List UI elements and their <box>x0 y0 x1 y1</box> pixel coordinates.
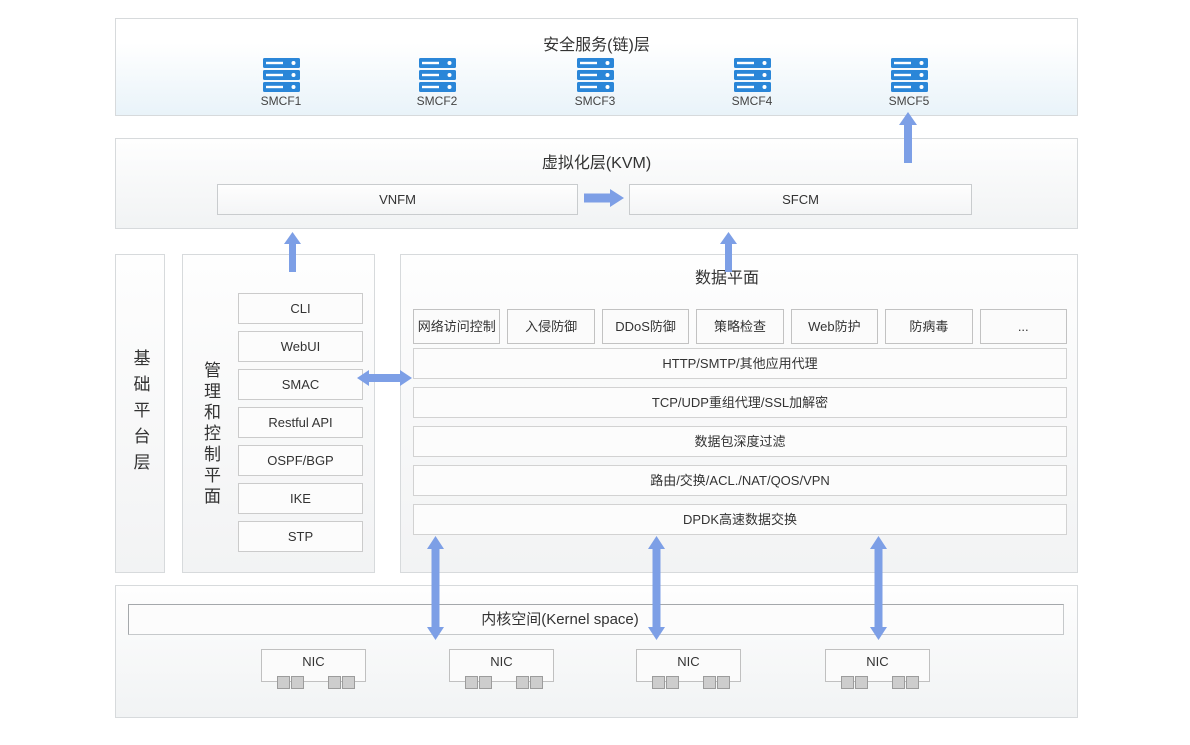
pipeline-rows: HTTP/SMTP/其他应用代理 TCP/UDP重组代理/SSL加解密 数据包深… <box>413 348 1067 535</box>
arrow-sfcm-to-smcf5-icon <box>899 112 917 163</box>
mgmt-control-label: 管理和控制平面 <box>201 361 220 508</box>
pipeline-row-tcp-udp-ssl: TCP/UDP重组代理/SSL加解密 <box>413 387 1067 418</box>
nic-box: NIC <box>825 649 930 689</box>
nic-label: NIC <box>866 654 889 669</box>
kernel-space-box: 内核空间(Kernel space) <box>128 604 1064 635</box>
feature-box-policy-check: 策略检查 <box>696 309 784 344</box>
server-icon <box>733 58 771 92</box>
nic-port-icon <box>841 676 854 689</box>
nic-box: NIC <box>636 649 741 689</box>
arrow-mgmt-dataplane-bidirectional-icon <box>357 370 412 386</box>
nic-port-icon <box>342 676 355 689</box>
nic-port-icon <box>906 676 919 689</box>
data-plane-panel: 数据平面 网络访问控制 入侵防御 DDoS防御 策略检查 Web防护 防病毒 .… <box>400 254 1078 573</box>
nic-label: NIC <box>302 654 325 669</box>
nic-port-icon <box>328 676 341 689</box>
nic-port-icon <box>277 676 290 689</box>
arrow-mgmt-to-virtualization-icon <box>284 232 301 272</box>
feature-box-antivirus: 防病毒 <box>885 309 973 344</box>
feature-box-more: ... <box>979 309 1067 344</box>
server-node-label: SMCF4 <box>731 94 773 108</box>
kernel-space-label: 内核空间(Kernel space) <box>481 611 639 628</box>
server-icon <box>890 58 928 92</box>
vnfm-box: VNFM <box>217 184 578 215</box>
feature-box-web-protection: Web防护 <box>790 309 879 344</box>
nic-box: NIC <box>449 649 554 689</box>
pipeline-row-routing-switching: 路由/交换/ACL./NAT/QOS/VPN <box>413 465 1067 496</box>
sfcm-box: SFCM <box>629 184 972 215</box>
nic-port-icon <box>291 676 304 689</box>
server-icon <box>262 58 300 92</box>
pipeline-row-app-proxy: HTTP/SMTP/其他应用代理 <box>413 348 1067 379</box>
arrow-dataplane-kernel-bidirectional-icon <box>870 536 887 640</box>
server-node-label: SMCF1 <box>260 94 302 108</box>
smcf-node: SMCF5 <box>877 58 941 108</box>
mgmt-item-webui: WebUI <box>238 331 363 362</box>
mgmt-item-cli: CLI <box>238 293 363 324</box>
mgmt-control-panel: 管理和控制平面 CLI WebUI SMAC Restful API OSPF/… <box>182 254 375 573</box>
nic-port-icon <box>465 676 478 689</box>
mgmt-items: CLI WebUI SMAC Restful API OSPF/BGP IKE … <box>238 293 363 552</box>
nic-port-icon <box>892 676 905 689</box>
server-node-label: SMCF3 <box>574 94 616 108</box>
nic-label: NIC <box>490 654 513 669</box>
arrow-dataplane-to-virtualization-icon <box>720 232 737 272</box>
nic-box: NIC <box>261 649 366 689</box>
kernel-layer: 内核空间(Kernel space) NIC NIC NIC NIC <box>115 585 1078 718</box>
smcf-node: SMCF4 <box>720 58 784 108</box>
mgmt-item-ike: IKE <box>238 483 363 514</box>
server-icon <box>576 58 614 92</box>
mgmt-item-restful-api: Restful API <box>238 407 363 438</box>
mgmt-item-smac: SMAC <box>238 369 363 400</box>
arrow-dataplane-kernel-bidirectional-icon <box>648 536 665 640</box>
smcf-node: SMCF2 <box>405 58 469 108</box>
nic-port-icon <box>666 676 679 689</box>
server-node-label: SMCF2 <box>416 94 458 108</box>
nic-port-icon <box>516 676 529 689</box>
server-icon <box>418 58 456 92</box>
nic-port-icon <box>717 676 730 689</box>
virtualization-layer: 虚拟化层(KVM) VNFM SFCM <box>115 138 1078 229</box>
pipeline-row-dpdk: DPDK高速数据交换 <box>413 504 1067 535</box>
security-layer-title: 安全服务(链)层 <box>543 37 650 54</box>
smcf-node: SMCF1 <box>249 58 313 108</box>
feature-box-ddos-defense: DDoS防御 <box>601 309 690 344</box>
smcf-node: SMCF3 <box>563 58 627 108</box>
virtualization-layer-title: 虚拟化层(KVM) <box>541 155 652 172</box>
server-node-label: SMCF5 <box>888 94 930 108</box>
feature-box-intrusion-prevention: 入侵防御 <box>507 309 595 344</box>
feature-row: 网络访问控制 入侵防御 DDoS防御 策略检查 Web防护 防病毒 ... <box>413 309 1067 344</box>
arrow-dataplane-kernel-bidirectional-icon <box>427 536 444 640</box>
nic-port-icon <box>703 676 716 689</box>
nic-port-icon <box>855 676 868 689</box>
base-platform-label: 基础平台层 <box>130 348 150 479</box>
nic-port-icon <box>530 676 543 689</box>
nic-port-icon <box>652 676 665 689</box>
mgmt-item-ospf-bgp: OSPF/BGP <box>238 445 363 476</box>
data-plane-title: 数据平面 <box>694 270 759 287</box>
arrow-vnfm-to-sfcm-icon <box>584 189 624 207</box>
nic-label: NIC <box>677 654 700 669</box>
base-platform-column: 基础平台层 <box>115 254 165 573</box>
pipeline-row-dpi: 数据包深度过滤 <box>413 426 1067 457</box>
nic-port-icon <box>479 676 492 689</box>
mgmt-item-stp: STP <box>238 521 363 552</box>
feature-box-network-access-control: 网络访问控制 <box>413 309 501 344</box>
